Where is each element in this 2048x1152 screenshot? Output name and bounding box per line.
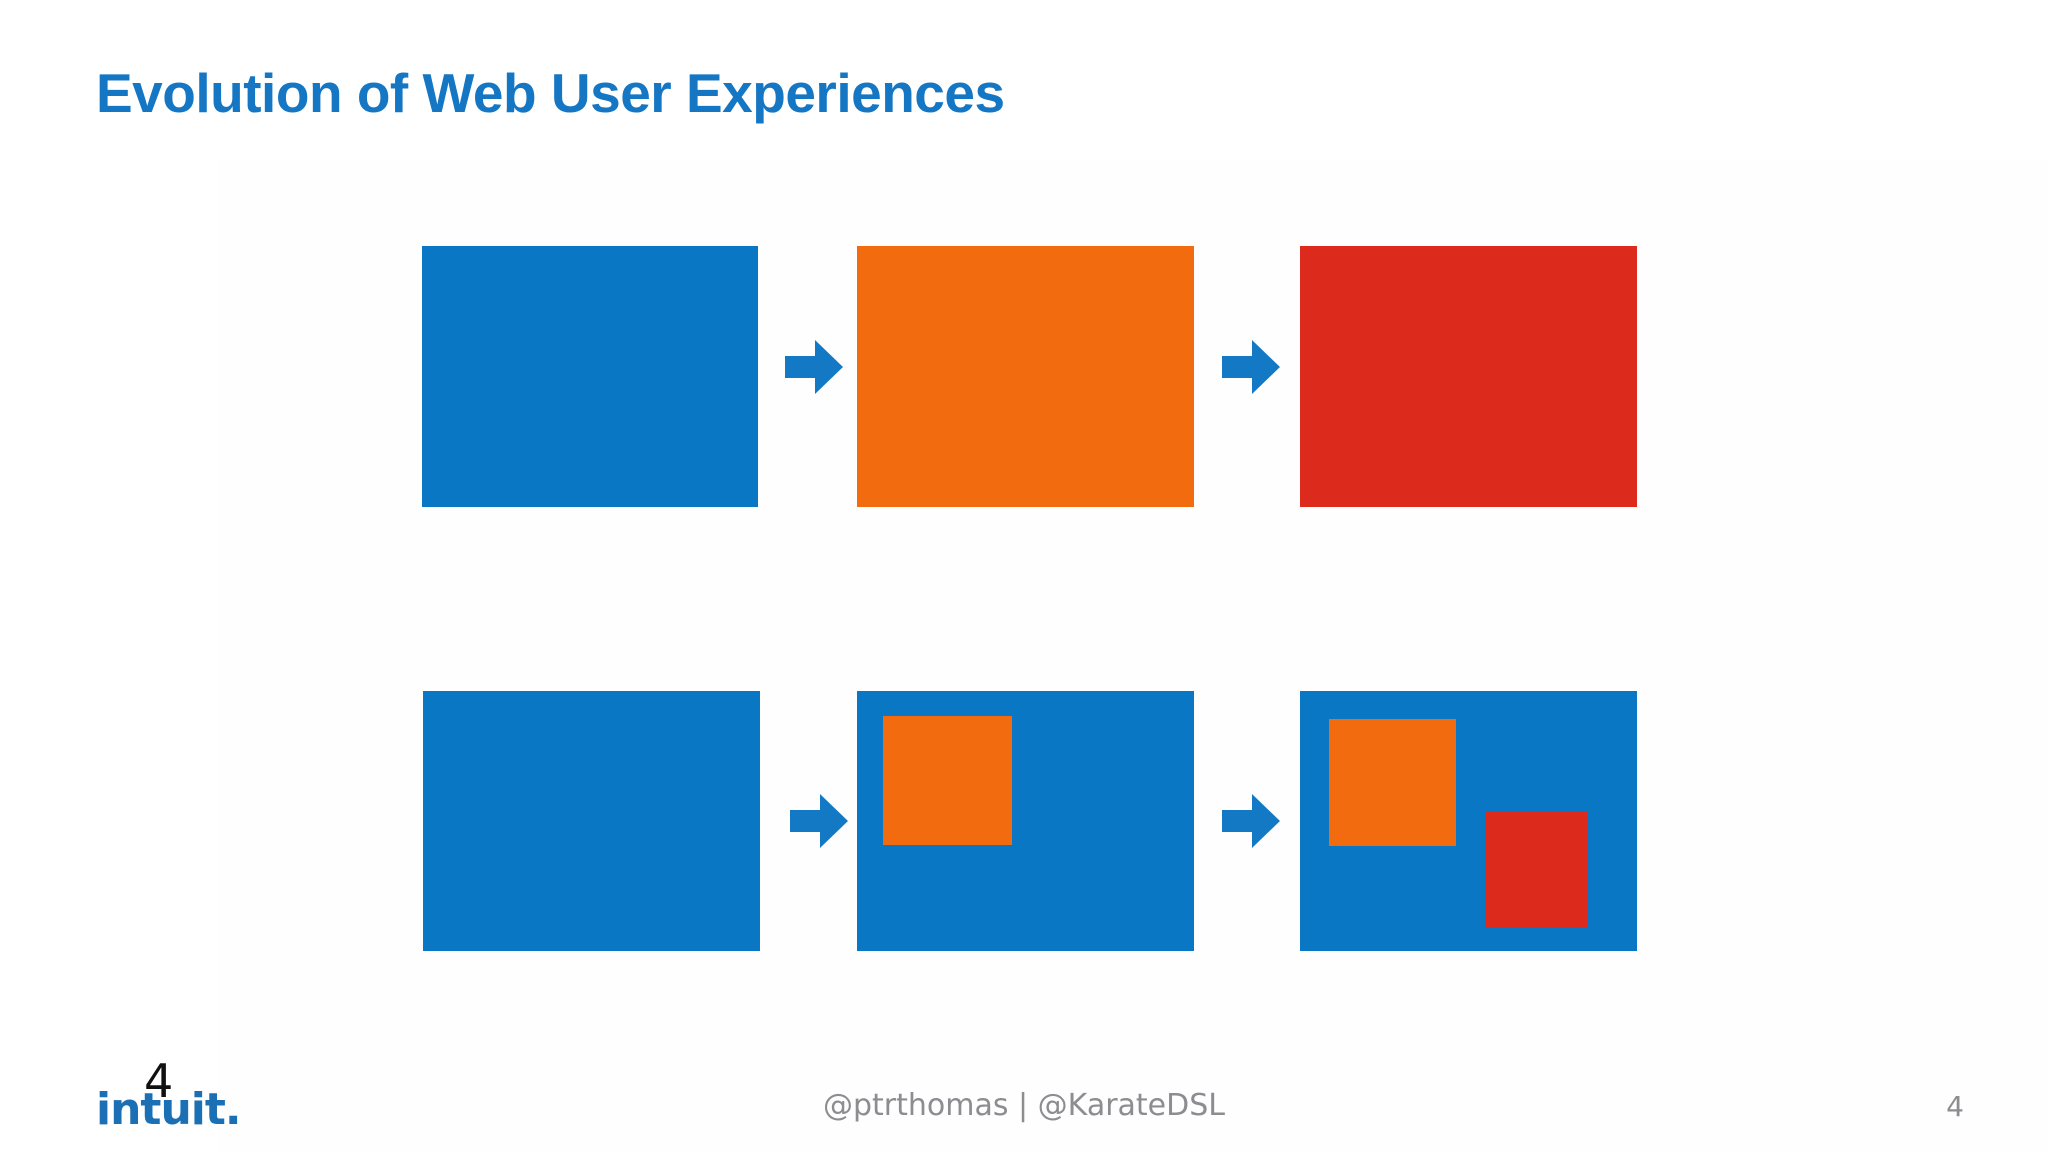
- inset-orange-widget: [883, 716, 1012, 845]
- page-number: 4: [1946, 1090, 1964, 1123]
- arrow-right-icon-4: [1222, 792, 1280, 850]
- arrow-right-icon-2: [1222, 338, 1280, 396]
- row2-panel-blue-empty: [423, 691, 760, 951]
- footer-handles: @ptrthomas | @KarateDSL: [822, 1088, 1225, 1123]
- row1-panel-red: [1300, 246, 1637, 507]
- intuit-logo-dot: .: [224, 1084, 242, 1135]
- inset-red-widget: [1485, 812, 1588, 928]
- intuit-wordmark: intuit: [96, 1084, 226, 1135]
- inset-orange-widget: [1329, 719, 1456, 846]
- arrow-right-icon-1: [785, 338, 843, 396]
- page-title: Evolution of Web User Experiences: [96, 62, 1005, 124]
- row1-panel-blue: [422, 246, 758, 507]
- row1-panel-orange: [857, 246, 1194, 507]
- logo-overlay-page-number: 4: [144, 1054, 174, 1108]
- arrow-right-icon-3: [790, 792, 848, 850]
- intuit-logo: intuit. 4: [96, 1058, 242, 1136]
- row2-panel-blue-two-widgets: [1300, 691, 1637, 951]
- row2-panel-blue-one-widget: [857, 691, 1194, 951]
